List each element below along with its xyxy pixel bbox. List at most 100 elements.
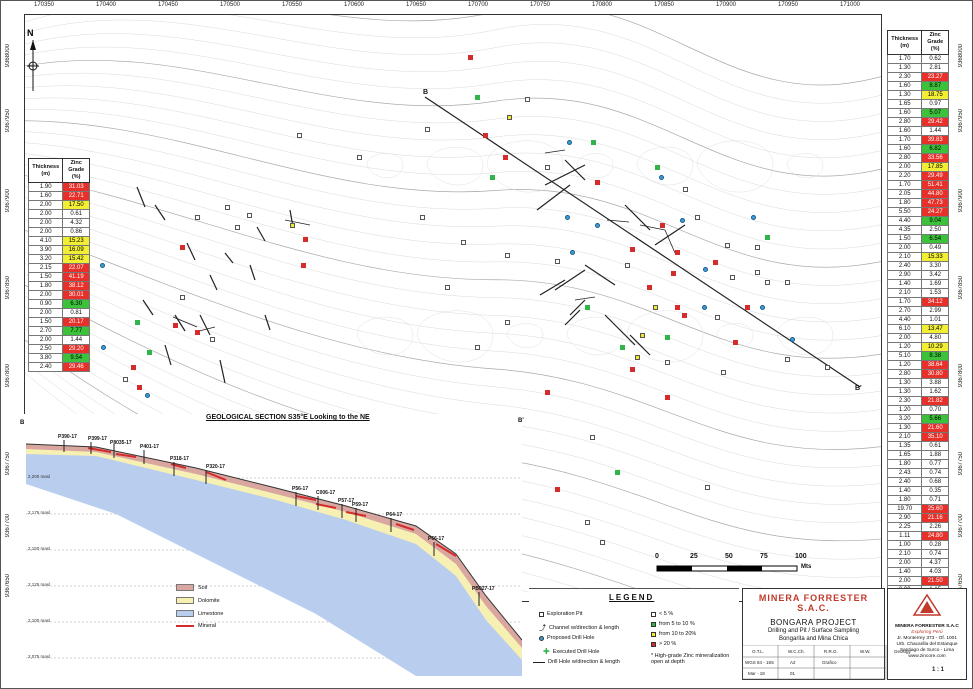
exploration-pit-marker — [555, 487, 560, 492]
proposed-drill-hole-icon — [760, 305, 765, 310]
scale-tick-label: 25 — [690, 553, 698, 560]
legend-drill-hole-trace: Drill Hole w/direction & length — [533, 659, 620, 665]
exploration-pit-marker — [591, 140, 596, 145]
thickness-cell: 1.30 — [886, 387, 923, 397]
contour-line — [506, 323, 544, 348]
section-hole-label: P56-17 — [292, 486, 309, 492]
zinc-grade-cell: 29.49 — [921, 171, 949, 181]
layer-name: Soil — [198, 584, 208, 591]
thickness-cell: 2.43 — [886, 468, 923, 478]
thickness-cell: 1.80 — [27, 281, 64, 291]
section-hole-label: P66-17 — [428, 536, 445, 542]
thickness-cell: 2.80 — [886, 117, 923, 127]
y-coordinate-label: 9367950 — [5, 109, 11, 133]
drawing-subtitle-2: Bongarita and Mina Chica — [778, 636, 849, 642]
thickness-cell: 1.50 — [27, 317, 64, 327]
proposed-drill-hole-icon — [570, 250, 575, 255]
x-coordinate-label: 170700 — [468, 2, 489, 8]
section-end-label: B' — [855, 385, 862, 392]
exploration-pit-marker — [733, 340, 738, 345]
zinc-grade-cell: 4.37 — [921, 558, 949, 568]
thickness-cell: 4.40 — [886, 315, 923, 325]
thickness-cell: 1.20 — [886, 360, 923, 370]
zinc-grade-cell: 41.19 — [62, 272, 90, 282]
zinc-grade-cell: 0.28 — [921, 540, 949, 550]
exploration-pit-marker — [445, 285, 450, 290]
zinc-grade-cell: 3.88 — [921, 378, 949, 388]
layer-swatch — [176, 584, 194, 591]
y-coordinate-label: 9367800 — [958, 364, 964, 388]
proposed-drill-hole-icon — [659, 175, 664, 180]
x-coordinate-label: 170800 — [592, 2, 613, 8]
exploration-pit-marker — [713, 260, 718, 265]
thickness-cell: 3.20 — [27, 254, 64, 264]
proposed-drill-hole-icon — [751, 215, 756, 220]
logo-company-name: MINERA FORRESTER S.A.C — [895, 624, 959, 629]
info-drawn-by: O.T.L. — [752, 649, 765, 654]
zinc-grade-cell: 10.29 — [921, 342, 949, 352]
zinc-grade-cell: 6.30 — [62, 299, 90, 309]
contour-line — [626, 310, 704, 363]
zinc-grade-cell: 0.61 — [921, 441, 949, 451]
exploration-pit-marker — [721, 370, 726, 375]
exploration-pit-marker — [647, 285, 652, 290]
thickness-cell: 2.00 — [886, 162, 923, 172]
exploration-pit-marker — [505, 253, 510, 258]
thickness-cell: 1.80 — [886, 495, 923, 505]
zinc-grade-cell: 21.16 — [921, 513, 949, 523]
exploration-pit-marker — [225, 205, 230, 210]
thickness-cell: 2.00 — [886, 243, 923, 253]
exploration-pit-marker — [425, 127, 430, 132]
left-zinc-header: Zinc Grade (%) — [62, 158, 90, 183]
zinc-grade-cell: 0.74 — [921, 468, 949, 478]
thickness-cell: 2.00 — [27, 200, 64, 210]
section-hole-label: P318-17 — [170, 456, 189, 462]
elevation-label: 2,075 masl — [28, 654, 51, 659]
thickness-cell: 0.90 — [27, 299, 64, 309]
exploration-pit-marker — [180, 295, 185, 300]
zinc-grade-cell: 38.12 — [62, 281, 90, 291]
thickness-cell: 1.65 — [886, 99, 923, 109]
x-coordinate-label: 170550 — [282, 2, 303, 8]
x-coordinate-label: 170450 — [158, 2, 179, 8]
channels — [172, 149, 676, 333]
zinc-grade-cell: 24.80 — [921, 531, 949, 541]
exploration-pit-marker — [210, 337, 215, 342]
map-features — [136, 96, 861, 388]
y-coordinate-label: 9367700 — [958, 514, 964, 538]
layer-swatch — [176, 625, 194, 627]
thickness-cell: 2.00 — [886, 333, 923, 343]
y-coordinate-label: 9367850 — [5, 276, 11, 300]
layer-name: Dolomite — [198, 597, 220, 604]
zinc-grade-cell: 30.01 — [62, 290, 90, 300]
legend-grade-high: > 20 % — [651, 641, 676, 647]
exploration-pit-marker — [825, 365, 830, 370]
scale-unit: Mts — [801, 564, 812, 570]
zinc-grade-cell: 47.73 — [921, 198, 949, 208]
thickness-cell: 1.80 — [886, 459, 923, 469]
exploration-pit-marker — [173, 323, 178, 328]
exploration-pit-marker — [635, 355, 640, 360]
exploration-pit-marker — [503, 155, 508, 160]
exploration-pit-marker — [247, 213, 252, 218]
thickness-cell: 2.15 — [27, 263, 64, 273]
thickness-cell: 1.80 — [886, 198, 923, 208]
contour-line — [786, 153, 824, 178]
zinc-grade-cell: 0.62 — [921, 54, 949, 64]
zinc-grade-cell: 5.66 — [921, 414, 949, 424]
zinc-grade-cell: 29.20 — [62, 344, 90, 354]
